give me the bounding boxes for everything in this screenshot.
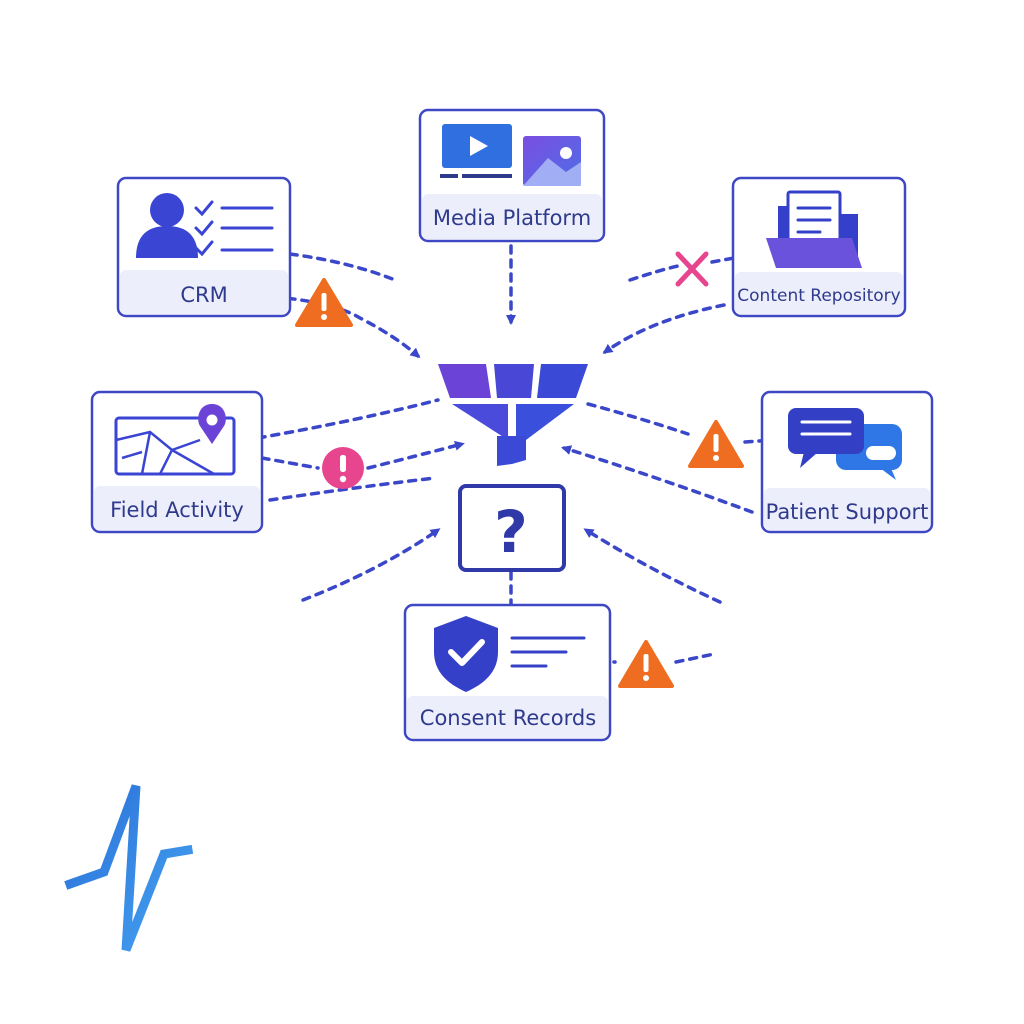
connector-warning-right (674, 652, 716, 664)
funnel-icon (438, 364, 588, 466)
warning-icon (295, 278, 353, 327)
content-repository-label: Content Repository (737, 286, 900, 306)
connector-support-top (586, 402, 690, 436)
connector-field-to-hub (256, 398, 440, 440)
connector-field-alert-to-hub (366, 440, 465, 470)
connector-field-lower (268, 476, 437, 502)
connector-field-mid (260, 456, 320, 470)
connector-support-to-warning (743, 438, 776, 444)
field-activity-label: Field Activity (110, 498, 244, 522)
node-consent-records: Consent Records (403, 603, 612, 742)
connector-bottomright-to-question (583, 528, 722, 604)
connector-crm-top (288, 252, 397, 282)
image-icon (523, 136, 581, 186)
map-pin-icon (114, 404, 236, 476)
document-folder-icon (766, 190, 862, 268)
error-x-icon (675, 251, 709, 287)
node-media-platform: Media Platform (418, 108, 606, 243)
connector-repo-top-2 (710, 256, 736, 264)
connector-support-to-hub (561, 445, 754, 514)
media-platform-label: Media Platform (433, 206, 591, 230)
alert-circle-icon (322, 447, 364, 489)
pulse-logo-icon (64, 784, 194, 952)
warning-icon (618, 640, 674, 688)
crm-label: CRM (180, 283, 227, 307)
unknown-output-box: ? (458, 484, 566, 572)
patient-support-label: Patient Support (766, 500, 929, 524)
chat-bubbles-icon (788, 408, 902, 480)
connector-crm-to-hub (258, 294, 421, 358)
connector-repo-top (628, 264, 680, 282)
shield-check-icon (434, 616, 586, 692)
node-crm: CRM (116, 176, 292, 318)
connector-repo-to-hub (602, 303, 726, 354)
node-field-activity: Field Activity (90, 390, 264, 534)
question-mark: ? (494, 498, 528, 566)
node-patient-support: Patient Support (760, 390, 934, 534)
warning-icon (688, 420, 744, 468)
node-content-repository: Content Repository (731, 176, 907, 318)
user-checklist-icon (136, 193, 274, 258)
video-play-icon (440, 124, 512, 178)
connector-bottomleft-to-question (301, 528, 441, 602)
consent-records-label: Consent Records (420, 706, 596, 730)
